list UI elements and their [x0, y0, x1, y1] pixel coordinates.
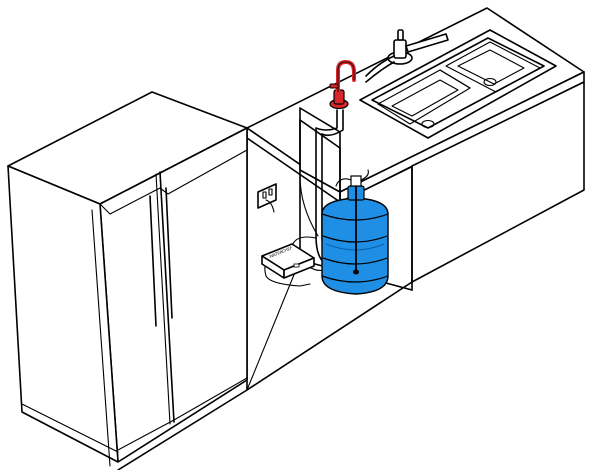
control-unit-icon: WATERCHEF [261, 243, 315, 279]
water-bottle-icon [321, 169, 389, 295]
sink-icon [359, 29, 557, 139]
hot-water-faucet-icon [329, 59, 356, 110]
kitchen-faucet-icon [365, 29, 449, 83]
refrigerator-icon [7, 91, 248, 467]
wall-outlet-icon [257, 183, 277, 213]
